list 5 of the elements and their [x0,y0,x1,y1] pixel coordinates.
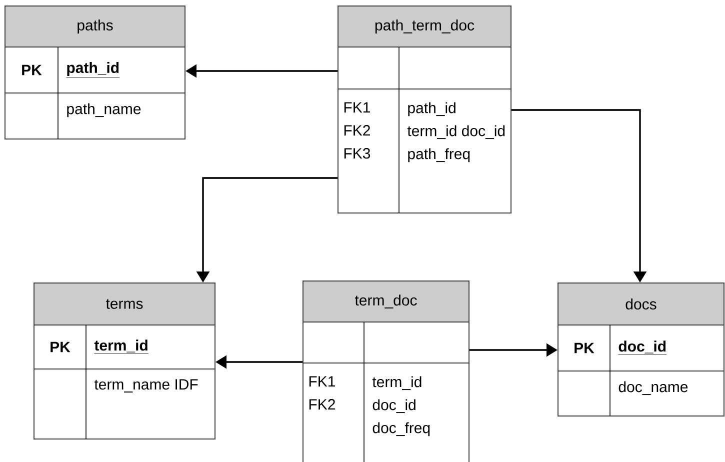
database-table: terms PK term_id term_name IDF [34,282,216,440]
database-table: term_doc FK1 FK2 term_id doc_id doc_freq [302,280,470,462]
database-table: docs PK doc_id doc_name [558,282,724,416]
database-table: path_term_doc FK1 FK2 FK3 path_id term_id doc_id path_freq [338,6,512,214]
database-table: paths PK path_id path_name [4,6,186,140]
